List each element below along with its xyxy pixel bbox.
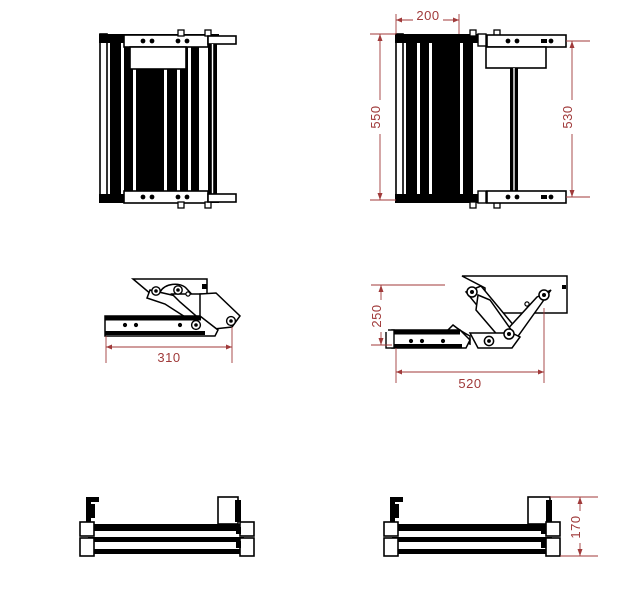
dimension-label-310: 310 (157, 350, 180, 365)
view-top-right (395, 29, 567, 209)
dimension-label-200: 200 (416, 8, 439, 23)
dimension-label-550: 550 (368, 105, 383, 128)
dimension-170: 170 (550, 496, 598, 557)
dimension-550: 550 (368, 33, 396, 201)
dimension-530: 530 (560, 40, 590, 198)
view-mid-left (104, 278, 241, 337)
dimension-label-250: 250 (369, 304, 384, 327)
view-bottom-left (79, 496, 255, 557)
dimension-200: 200 (395, 8, 460, 34)
dimension-label-520: 520 (458, 376, 481, 391)
view-top-left (99, 29, 237, 209)
dimension-310: 310 (105, 327, 233, 365)
dimension-250: 250 (369, 284, 445, 346)
dimension-label-530: 530 (560, 105, 575, 128)
dimension-label-170: 170 (568, 515, 583, 538)
view-bottom-right (383, 496, 561, 557)
view-mid-right (385, 275, 568, 349)
dimension-520: 520 (395, 308, 545, 391)
